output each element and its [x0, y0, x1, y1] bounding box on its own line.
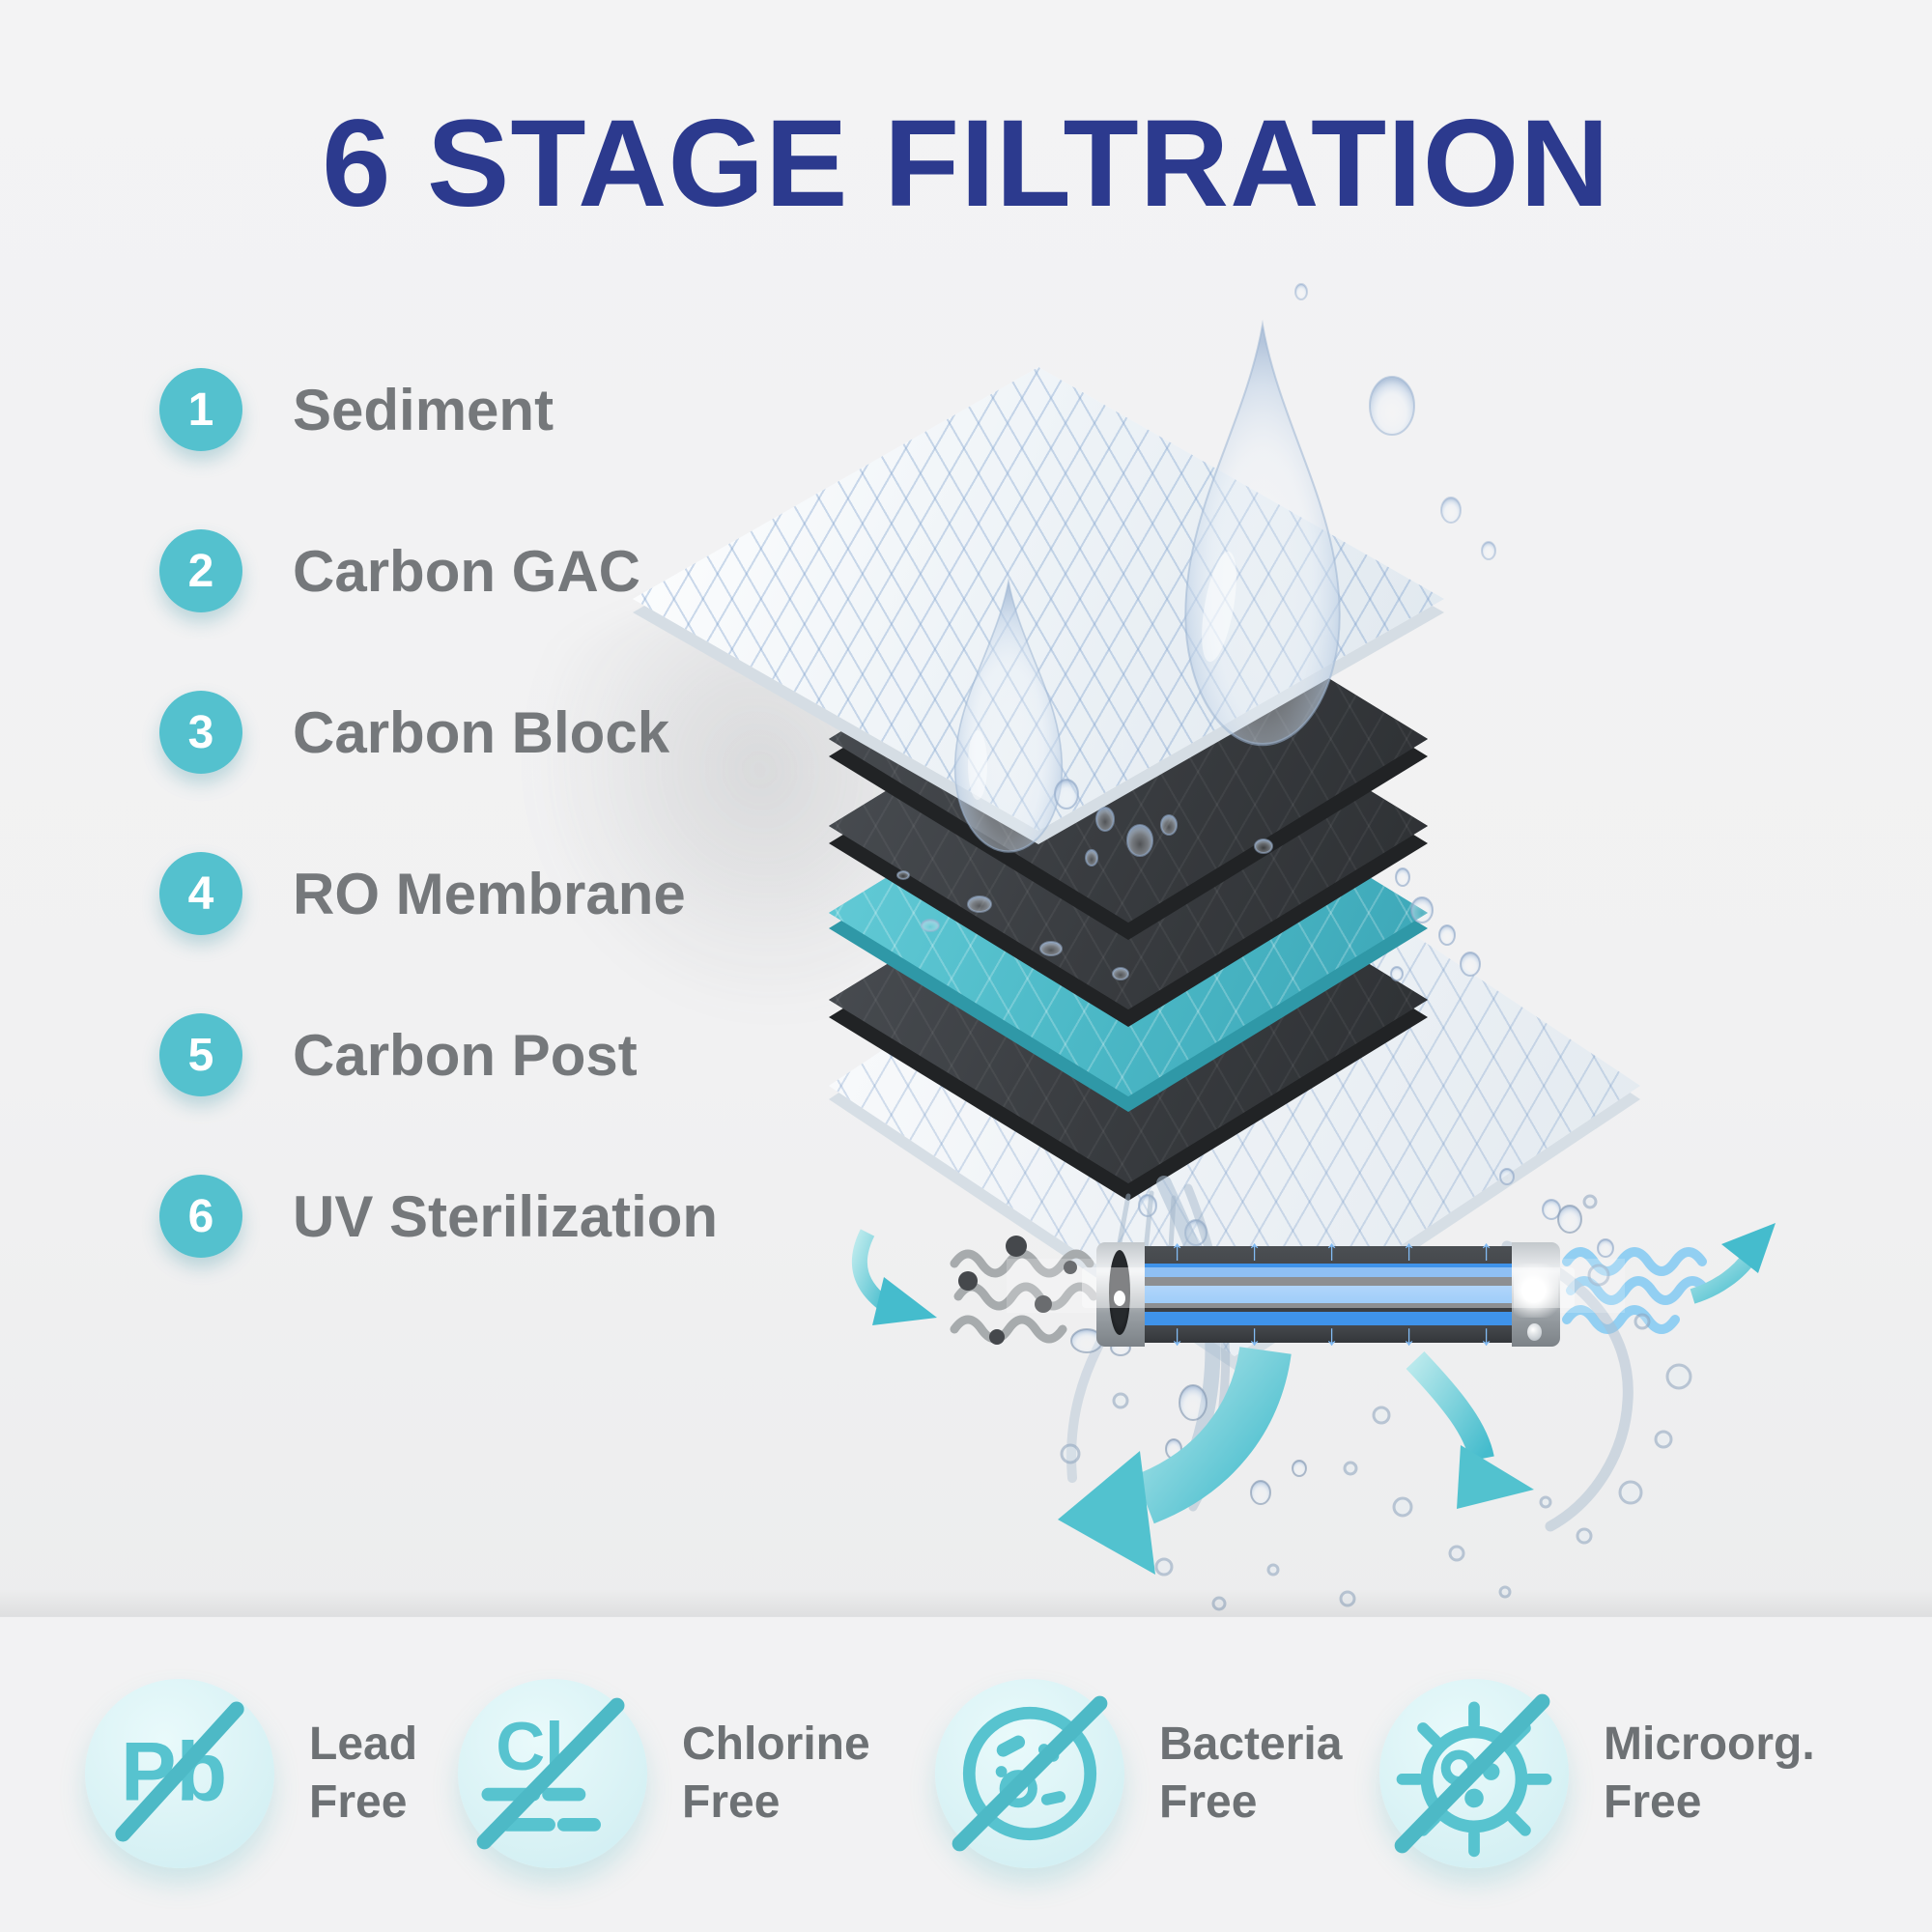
uv-tube-left-cap: [1096, 1242, 1145, 1347]
uv-sterilization-tube: ↑ ↑ ↑ ↑ ↑ ↓ ↓ ↓ ↓ ↓: [1096, 1236, 1560, 1350]
layer-sediment-mesh: [633, 367, 1444, 844]
flow-down-arrow-icon: ↓: [1247, 1320, 1262, 1351]
stage-label: UV Sterilization: [293, 1183, 719, 1249]
flow-down-arrow-icon: ↓: [1170, 1320, 1184, 1351]
stage-number-badge: 5: [159, 1013, 242, 1096]
stage-label: Carbon Block: [293, 699, 670, 765]
stage-item-2: 2 Carbon GAC: [159, 529, 640, 612]
stage-number-badge: 2: [159, 529, 242, 612]
stage-label: Carbon GAC: [293, 538, 640, 604]
waste-water-arrow-icon: [1058, 1346, 1292, 1575]
uv-tube-glass-highlight: [1082, 1267, 1575, 1308]
stage-label: Sediment: [293, 377, 554, 442]
outlet-arrow-icon: [1690, 1223, 1776, 1304]
microorganism-free-icon: [1379, 1679, 1569, 1868]
stage-item-3: 3 Carbon Block: [159, 691, 669, 774]
bacteria-free-icon: [935, 1679, 1124, 1868]
flow-down-arrow-icon: ↓: [1324, 1320, 1339, 1351]
stage-item-4: 4 RO Membrane: [159, 852, 686, 935]
flow-up-arrow-icon: ↑: [1247, 1235, 1262, 1266]
stage-number-badge: 6: [159, 1175, 242, 1258]
flow-down-arrow-icon: ↓: [1402, 1320, 1416, 1351]
splash-exit-arrow-icon: [1406, 1351, 1534, 1509]
stage-label: RO Membrane: [293, 861, 686, 926]
chlorine-free-icon: Cl: [458, 1679, 647, 1868]
stage-item-6: 6 UV Sterilization: [159, 1175, 718, 1258]
stage-number-badge: 4: [159, 852, 242, 935]
flow-up-arrow-icon: ↑: [1324, 1235, 1339, 1266]
flow-up-arrow-icon: ↑: [1170, 1235, 1184, 1266]
flow-up-arrow-icon: ↑: [1402, 1235, 1416, 1266]
lead-free-icon: Pb: [85, 1679, 274, 1868]
badge-microorganism-free: Microorg.Free: [1379, 1679, 1815, 1868]
uv-lamp-lens: [1109, 1250, 1130, 1335]
flow-down-arrow-icon: ↓: [1479, 1320, 1493, 1351]
badge-label: Microorg.Free: [1604, 1719, 1815, 1828]
flow-up-arrow-icon: ↑: [1479, 1235, 1493, 1266]
stage-number-badge: 1: [159, 368, 242, 451]
stage-item-1: 1 Sediment: [159, 368, 554, 451]
stage-number-badge: 3: [159, 691, 242, 774]
stage-label: Carbon Post: [293, 1022, 638, 1088]
stage-item-5: 5 Carbon Post: [159, 1013, 638, 1096]
page-title: 6 STAGE FILTRATION: [322, 95, 1610, 233]
